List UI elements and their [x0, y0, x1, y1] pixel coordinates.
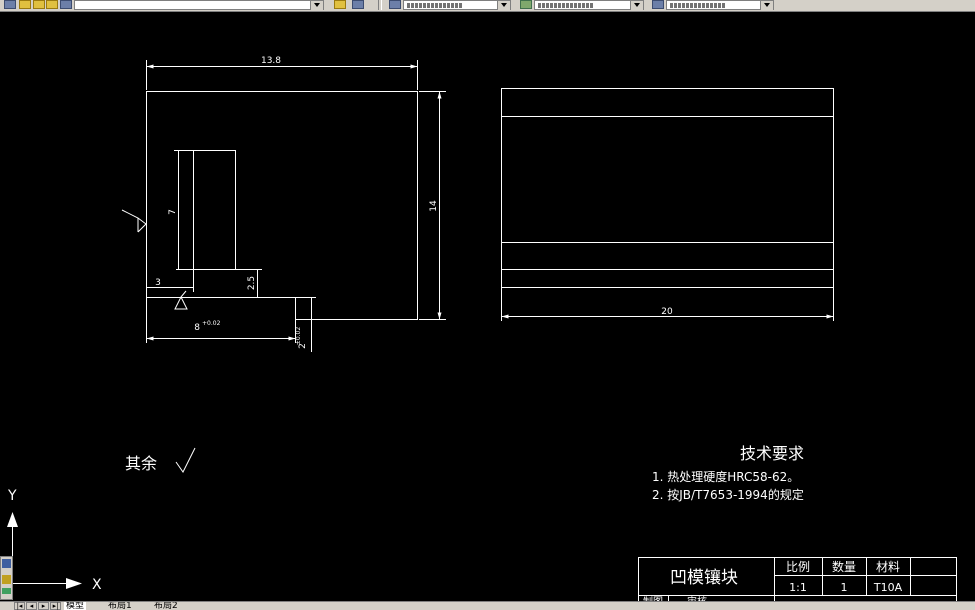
dim-arrow: [501, 314, 509, 319]
tab-layout1[interactable]: 布局1: [108, 601, 132, 610]
side-view-outline: [501, 88, 834, 288]
lineweight-combo[interactable]: [666, 0, 774, 10]
chevron-down-icon[interactable]: [760, 1, 773, 10]
chevron-down-icon[interactable]: [497, 1, 510, 10]
color-combo[interactable]: [403, 0, 511, 10]
dim-arrow: [288, 336, 296, 341]
layers-icon[interactable]: [352, 0, 364, 9]
roughness-rest-symbol: [175, 447, 196, 473]
layers-toolbar: [0, 0, 975, 12]
tech-requirement-1: 1. 热处理硬度HRC58-62。: [652, 469, 799, 484]
dim-text-width: 13.8: [261, 56, 281, 66]
layer-combo[interactable]: [74, 0, 324, 10]
dim-arrow: [437, 91, 442, 99]
dim-arrow: [146, 336, 154, 341]
palette-icon[interactable]: [2, 588, 11, 594]
dim-text-base: 8: [194, 323, 200, 333]
dim-text-small: 2: [298, 343, 308, 349]
lock-icon[interactable]: [19, 0, 31, 9]
material-label: 材料: [876, 560, 900, 574]
dim-text-side-width: 20: [661, 307, 673, 317]
drawn-label: 制图: [643, 595, 663, 601]
color-combo-text: [407, 3, 462, 8]
tech-requirements-title: 技术要求: [740, 444, 804, 463]
dim-text-base-tolerance: +0.02: [202, 320, 221, 327]
dim-text-offset: 3: [155, 278, 161, 288]
scale-value: 1:1: [789, 581, 807, 594]
layer-previous-icon[interactable]: [334, 0, 346, 9]
roughness-note: 其余: [125, 454, 157, 473]
palette-icon[interactable]: [2, 559, 11, 568]
tool-palette[interactable]: [0, 556, 13, 600]
slot-rect: [193, 150, 236, 270]
dim-text-height: 14: [429, 200, 439, 212]
lineweight-icon[interactable]: [652, 0, 664, 9]
linetype-combo[interactable]: [534, 0, 644, 10]
dim-text-step: 2.5: [247, 276, 257, 290]
dim-arrow: [826, 314, 834, 319]
quantity-label: 数量: [832, 559, 856, 574]
drawing-canvas[interactable]: 13.8 14 7 3 2.5 8 +0.02 2 ±0.02 20 其余 技术…: [0, 11, 975, 601]
part-name: 凹模镶块: [670, 567, 738, 588]
title-block: [638, 557, 957, 601]
palette-icon[interactable]: [2, 575, 11, 584]
dim-arrow: [410, 64, 418, 69]
ucs-x-label: X: [92, 577, 102, 593]
tab-model[interactable]: 模型: [64, 601, 87, 610]
front-view-outline: [146, 91, 418, 320]
dim-arrow: [146, 64, 154, 69]
roughness-symbol-bottom: [174, 290, 188, 310]
layer-name-icon[interactable]: [60, 0, 72, 9]
linetype-icon[interactable]: [520, 0, 532, 9]
toolbar-separator: [378, 0, 382, 10]
chevron-down-icon[interactable]: [310, 1, 323, 10]
tech-requirement-2: 2. 按JB/T7653-1994的规定: [652, 487, 804, 502]
sun-icon[interactable]: [33, 0, 45, 9]
linetype-combo-text: [538, 3, 593, 8]
color-box-icon[interactable]: [46, 0, 58, 9]
lineweight-combo-text: [670, 3, 725, 8]
color-control-icon[interactable]: [389, 0, 401, 9]
ucs-y-label: Y: [7, 488, 17, 504]
dim-arrow: [437, 312, 442, 320]
scale-label: 比例: [786, 560, 810, 574]
checked-label: 审核: [687, 595, 707, 601]
roughness-symbol-left: [121, 209, 147, 233]
chevron-down-icon[interactable]: [630, 1, 643, 10]
layer-icon[interactable]: [4, 0, 16, 9]
ucs-y-arrow-icon: [7, 512, 18, 527]
ucs-x-arrow-icon: [66, 578, 82, 589]
tab-layout2[interactable]: 布局2: [154, 601, 178, 610]
quantity-value: 1: [841, 581, 848, 594]
dim-text-slot: 7: [168, 209, 178, 215]
dim-text-small-tolerance: ±0.02: [295, 327, 302, 346]
material-value: T10A: [873, 581, 903, 594]
